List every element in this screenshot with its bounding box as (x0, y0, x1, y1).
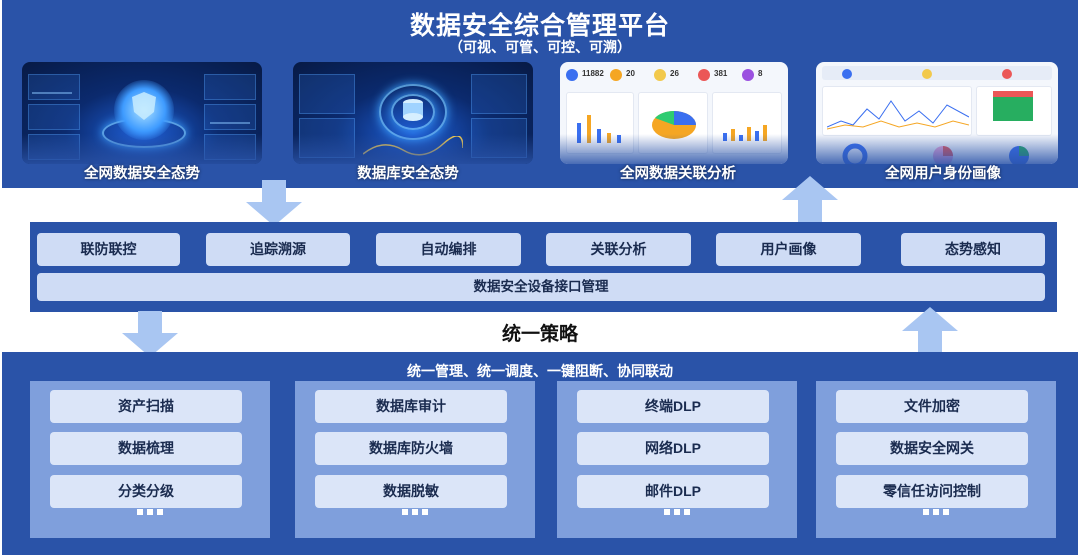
caption-database-security-situation: 数据库安全态势 (357, 166, 459, 182)
capability-correlation-analysis: 关联分析 (546, 233, 691, 266)
capability-user-profile: 用户画像 (716, 233, 861, 266)
ellipsis-icon (30, 502, 270, 520)
group-access-protection: 文件加密 数据安全网关 零信任访问控制 (816, 381, 1056, 538)
screenshot-network-security-situation (22, 62, 262, 164)
item-zero-trust-access: 零信任访问控制 (836, 475, 1028, 508)
capability-auto-orchestration: 自动编排 (376, 233, 521, 266)
screenshot-database-security-situation (293, 62, 533, 164)
capability-situational-awareness: 态势感知 (901, 233, 1045, 266)
screenshot-user-identity-profile (816, 62, 1058, 164)
ellipsis-icon (816, 502, 1056, 520)
capability-joint-defense: 联防联控 (37, 233, 180, 266)
platform-subtitle: （可视、可管、可控、可溯） (449, 39, 631, 55)
database-icon (403, 99, 423, 121)
arrow-down-icon (246, 180, 302, 226)
group-asset-discovery: 资产扫描 数据梳理 分类分级 (30, 381, 270, 538)
unified-strategy-label: 统一策略 (501, 324, 578, 345)
arrow-up-icon (782, 176, 838, 224)
arrow-up-icon (902, 307, 958, 355)
item-data-sorting: 数据梳理 (50, 432, 242, 465)
item-database-firewall: 数据库防火墙 (315, 432, 507, 465)
execution-heading: 统一管理、统一调度、一键阻断、协同联动 (407, 363, 673, 379)
caption-network-data-correlation: 全网数据关联分析 (620, 166, 736, 182)
caption-network-security-situation: 全网数据安全态势 (84, 166, 200, 182)
ellipsis-icon (557, 502, 797, 520)
shield-icon (132, 92, 156, 120)
group-dlp: 终端DLP 网络DLP 邮件DLP (557, 381, 797, 538)
screenshot-network-data-correlation: 11882 20 26 381 8 (560, 62, 788, 164)
item-network-dlp: 网络DLP (577, 432, 769, 465)
item-file-encryption: 文件加密 (836, 390, 1028, 423)
item-data-masking: 数据脱敏 (315, 475, 507, 508)
item-email-dlp: 邮件DLP (577, 475, 769, 508)
platform-title: 数据安全综合管理平台 (409, 12, 670, 40)
item-endpoint-dlp: 终端DLP (577, 390, 769, 423)
arrow-down-icon (122, 311, 178, 357)
device-interface-management: 数据安全设备接口管理 (37, 273, 1045, 301)
pie-chart-icon (652, 111, 696, 139)
item-database-audit: 数据库审计 (315, 390, 507, 423)
capability-traceability: 追踪溯源 (206, 233, 350, 266)
item-classification: 分类分级 (50, 475, 242, 508)
caption-user-identity-profile: 全网用户身份画像 (885, 166, 1001, 182)
item-asset-scan: 资产扫描 (50, 390, 242, 423)
ellipsis-icon (295, 502, 535, 520)
item-data-security-gateway: 数据安全网关 (836, 432, 1028, 465)
group-database-security: 数据库审计 数据库防火墙 数据脱敏 (295, 381, 535, 538)
